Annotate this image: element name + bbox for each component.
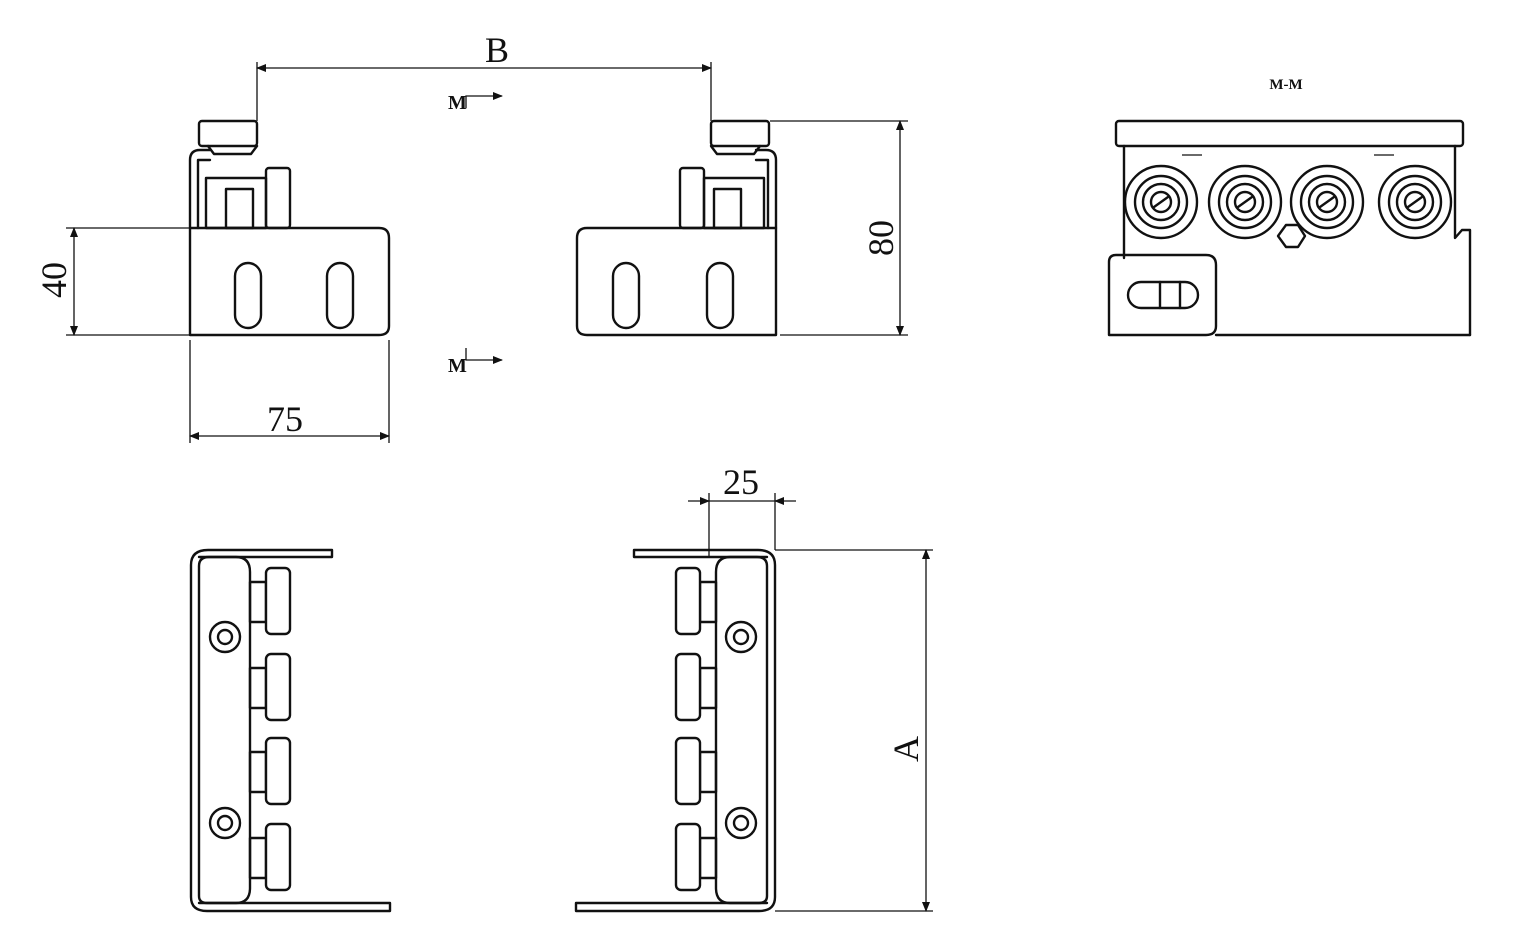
screw — [724, 806, 758, 840]
wheel — [674, 566, 718, 636]
dimension-25-label: 25 — [723, 462, 759, 502]
section-marker-bottom: M — [448, 348, 503, 377]
wheel — [674, 736, 718, 806]
dimension-80: 80 — [770, 120, 908, 336]
screw — [724, 620, 758, 654]
dimension-80-label: 80 — [861, 220, 901, 256]
section-marker-bottom-label: M — [448, 355, 467, 377]
screw — [208, 620, 242, 654]
dimension-a-label: A — [886, 736, 926, 762]
hex-nut — [1276, 223, 1307, 249]
dimension-b-label: B — [485, 30, 509, 70]
right-front-view — [575, 119, 778, 337]
roller — [1123, 164, 1199, 240]
dimension-75: 75 — [189, 340, 390, 443]
left-top-view — [189, 548, 392, 913]
wheel — [674, 822, 718, 892]
section-view-label: M-M — [1269, 77, 1302, 93]
roller — [1377, 164, 1453, 240]
dimension-25: 25 — [688, 462, 796, 557]
dimension-75-label: 75 — [267, 399, 303, 439]
section-view-m-m: M-M — [1107, 77, 1472, 337]
dimension-b: B — [256, 30, 712, 121]
section-marker-top-label: M — [448, 92, 467, 114]
wheel — [248, 822, 292, 892]
wheel — [248, 652, 292, 722]
wheel — [248, 736, 292, 806]
wheel — [248, 566, 292, 636]
screw — [208, 806, 242, 840]
roller — [1207, 164, 1283, 240]
wheel — [674, 652, 718, 722]
section-marker-top: M — [448, 92, 503, 114]
dimension-a: A — [775, 549, 933, 912]
left-front-view — [188, 119, 391, 337]
right-top-view — [574, 548, 777, 913]
dimension-40-label: 40 — [34, 262, 74, 298]
roller — [1289, 164, 1365, 240]
dimension-40: 40 — [34, 227, 190, 336]
